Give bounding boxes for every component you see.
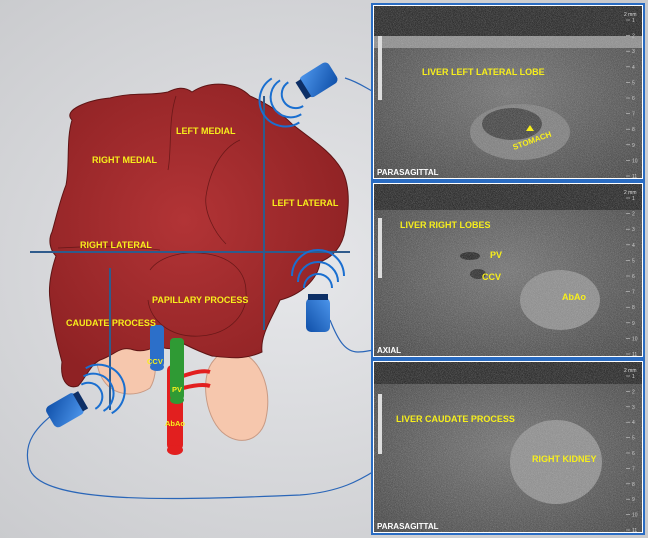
us3-scale-unit: 2 mm bbox=[624, 368, 637, 374]
abao-branch-1 bbox=[182, 369, 211, 378]
us2-label-ccv: CCV bbox=[482, 272, 501, 282]
pv-vessel-cap bbox=[170, 396, 184, 404]
ultrasound-panel-1: PARASAGITTAL LIVER LEFT LATERAL LOBE STO… bbox=[371, 3, 645, 181]
label-papillary-process: PAPILLARY PROCESS bbox=[152, 295, 248, 305]
depth-tick-label: 2 bbox=[632, 212, 635, 218]
depth-tick-label: 7 bbox=[632, 112, 635, 118]
vessels bbox=[150, 325, 211, 455]
depth-tick-label: 11 bbox=[632, 528, 637, 534]
depth-tick-label: 7 bbox=[632, 290, 635, 296]
depth-tick-label: 5 bbox=[632, 80, 635, 86]
depth-tick-label: 4 bbox=[632, 65, 635, 71]
us2-label-liver: LIVER RIGHT LOBES bbox=[400, 220, 491, 230]
depth-tick-label: 4 bbox=[632, 243, 635, 249]
us1-scale-unit: 2 mm bbox=[624, 12, 637, 18]
pv-vessel bbox=[170, 338, 184, 400]
depth-tick-label: 5 bbox=[632, 436, 635, 442]
depth-tick-label: 6 bbox=[632, 274, 635, 280]
label-ccv: CCV bbox=[147, 357, 163, 366]
label-left-medial: LEFT MEDIAL bbox=[176, 126, 236, 136]
ultrasound-panel-3: PARASAGITTAL LIVER CAUDATE PROCESS RIGHT… bbox=[371, 359, 645, 535]
label-left-lateral: LEFT LATERAL bbox=[272, 198, 339, 208]
depth-tick-label: 2 bbox=[632, 34, 635, 40]
abao-vessel-cap bbox=[167, 445, 183, 455]
depth-tick-label: 1 bbox=[632, 18, 635, 24]
depth-tick-label: 5 bbox=[632, 258, 635, 264]
depth-tick-label: 9 bbox=[632, 143, 635, 149]
us3-plane: PARASAGITTAL bbox=[377, 522, 439, 531]
label-caudate-process: CAUDATE PROCESS bbox=[66, 318, 156, 328]
abao-branch-2 bbox=[182, 382, 211, 390]
depth-tick-label: 3 bbox=[632, 405, 635, 411]
label-right-medial: RIGHT MEDIAL bbox=[92, 155, 157, 165]
depth-tick-label: 3 bbox=[632, 49, 635, 55]
liver bbox=[49, 83, 349, 388]
us3-label-caudate: LIVER CAUDATE PROCESS bbox=[396, 414, 515, 424]
us1-ticks: 1 2 3 4 5 6 7 8 9 10 11 bbox=[626, 18, 638, 180]
us2-plane: AXIAL bbox=[377, 346, 401, 355]
depth-tick-label: 9 bbox=[632, 497, 635, 503]
lobe-fissures bbox=[57, 95, 247, 337]
depth-tick-label: 6 bbox=[632, 451, 635, 457]
us2-label-abao: AbAo bbox=[562, 292, 586, 302]
depth-tick-label: 11 bbox=[632, 352, 637, 358]
probe-top bbox=[258, 62, 338, 128]
depth-tick-label: 6 bbox=[632, 96, 635, 102]
depth-tick-label: 2 bbox=[632, 389, 635, 395]
ultrasound-panel-2: AXIAL LIVER RIGHT LOBES PV CCV AbAo 2 mm… bbox=[371, 181, 645, 359]
us3-label-kidney: RIGHT KIDNEY bbox=[532, 454, 597, 464]
depth-tick-label: 1 bbox=[632, 196, 635, 202]
ccv-vessel bbox=[150, 325, 164, 367]
depth-tick-label: 10 bbox=[632, 336, 638, 342]
probe-bottom bbox=[46, 363, 126, 428]
depth-tick-label: 10 bbox=[632, 158, 638, 164]
label-abao: AbAo bbox=[165, 419, 185, 428]
label-pv: PV bbox=[172, 385, 182, 394]
label-right-lateral: RIGHT LATERAL bbox=[80, 240, 152, 250]
us2-scale-unit: 2 mm bbox=[624, 190, 637, 196]
us1-plane: PARASAGITTAL bbox=[377, 168, 439, 177]
probe-middle bbox=[291, 249, 345, 332]
us1-arrowhead bbox=[526, 125, 534, 131]
depth-tick-label: 4 bbox=[632, 420, 635, 426]
us2-label-pv: PV bbox=[490, 250, 502, 260]
depth-tick-label: 8 bbox=[632, 127, 635, 133]
us3-ticks: 1 2 3 4 5 6 7 8 9 10 11 bbox=[626, 374, 638, 534]
depth-tick-label: 1 bbox=[632, 374, 635, 380]
depth-tick-label: 11 bbox=[632, 174, 637, 180]
scan-planes bbox=[30, 96, 350, 410]
depth-tick-label: 3 bbox=[632, 227, 635, 233]
depth-tick-label: 8 bbox=[632, 305, 635, 311]
depth-tick-label: 8 bbox=[632, 482, 635, 488]
depth-tick-label: 9 bbox=[632, 321, 635, 327]
depth-tick-label: 7 bbox=[632, 466, 635, 472]
us1-label-liver: LIVER LEFT LATERAL LOBE bbox=[422, 67, 545, 77]
depth-tick-label: 10 bbox=[632, 513, 638, 519]
ccv-vessel-cap bbox=[150, 363, 164, 371]
us2-ticks: 1 2 3 4 5 6 7 8 9 10 11 bbox=[626, 196, 638, 358]
